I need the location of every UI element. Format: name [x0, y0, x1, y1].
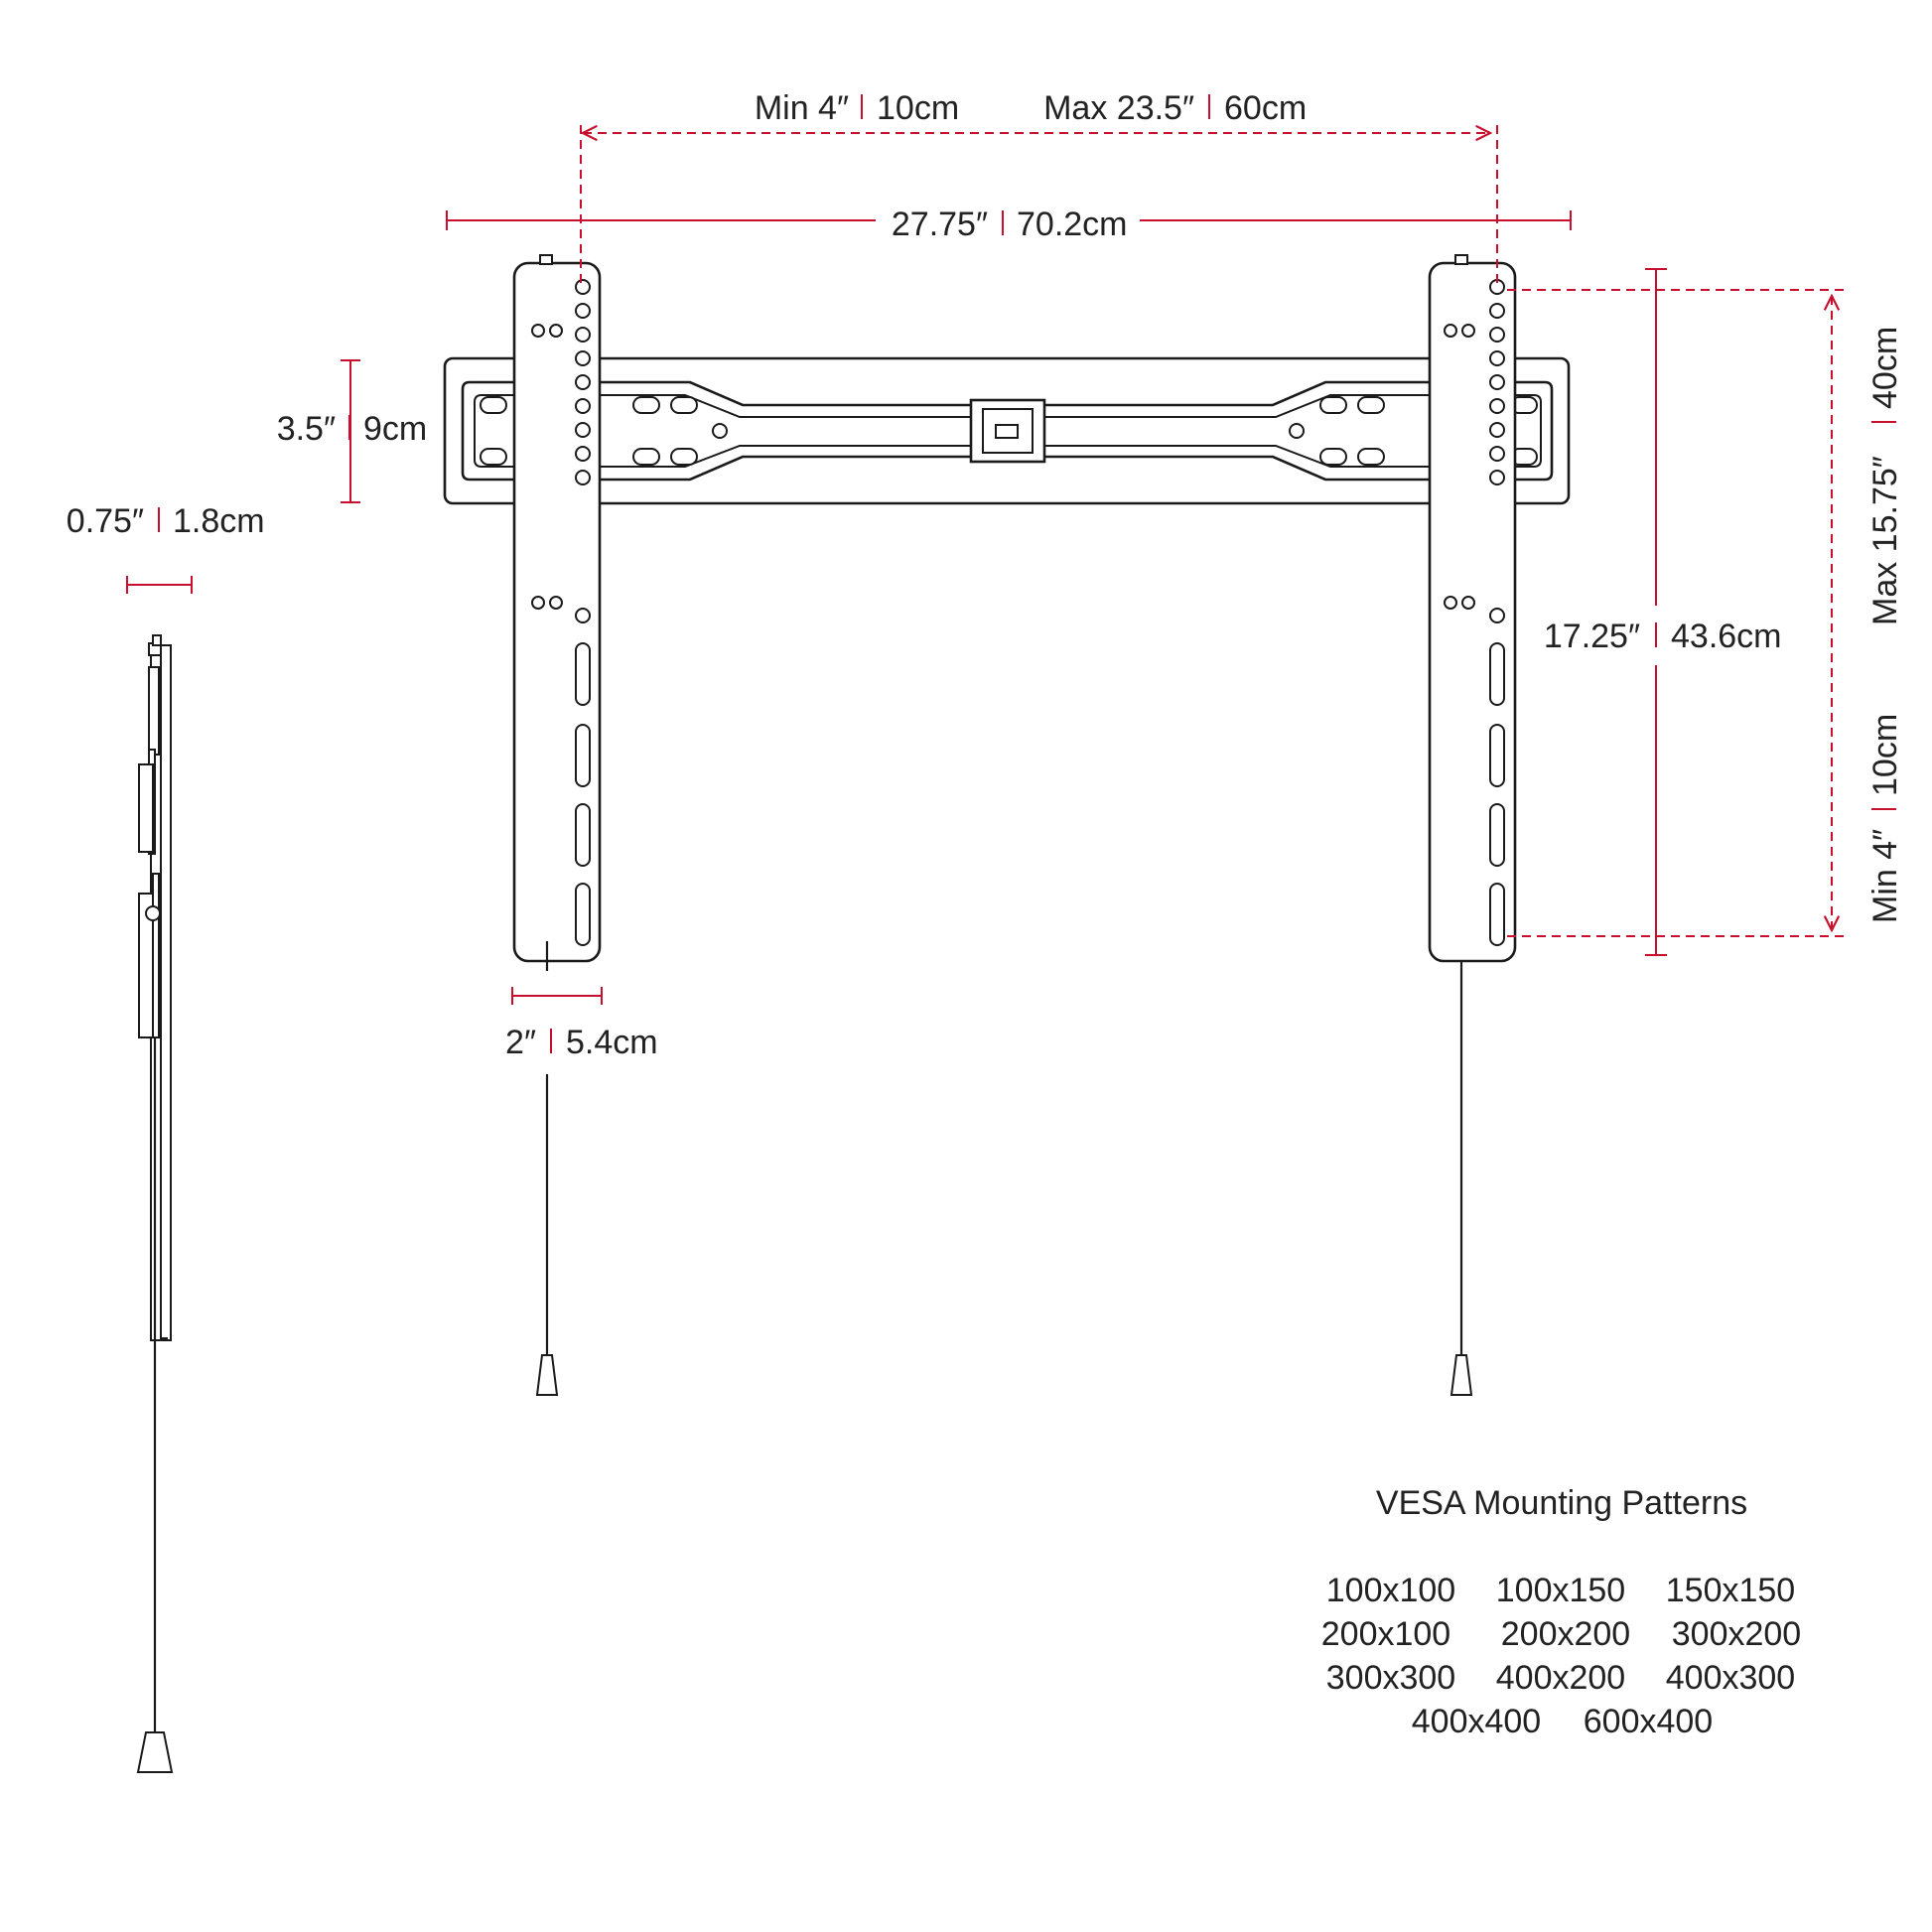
vesa-pattern: 400x200 [1496, 1659, 1625, 1697]
dimension-labels: Min 4″ 10cm Max 23.5″ 60cm 27.75″ 70.2cm… [67, 89, 1904, 1061]
vesa-pattern: 100x150 [1496, 1572, 1625, 1609]
vesa-height-max-label: Max 15.75″ 40cm [1866, 327, 1904, 625]
vesa-pattern: 200x100 [1321, 1615, 1450, 1653]
svg-text:10cm: 10cm [877, 89, 959, 127]
vesa-row-1: 100x100 100x150 150x150 [1326, 1572, 1795, 1609]
svg-text:9cm: 9cm [363, 410, 427, 448]
wall-plate-height-label: 3.5″ 9cm [277, 410, 428, 448]
svg-text:40cm: 40cm [1866, 327, 1904, 409]
vesa-pattern: 300x200 [1672, 1615, 1801, 1653]
vesa-patterns-title: VESA Mounting Patterns [1376, 1484, 1747, 1522]
svg-text:17.25″: 17.25″ [1544, 618, 1640, 655]
arm-height-label: 17.25″ 43.6cm [1544, 618, 1782, 655]
left-mounting-arm [512, 254, 602, 1396]
vesa-pattern: 150x150 [1666, 1572, 1795, 1609]
vesa-row-3: 300x300 400x200 400x300 [1326, 1659, 1795, 1697]
right-arm-holes [1444, 279, 1505, 946]
vesa-row-2: 200x100 200x200 300x200 [1321, 1615, 1801, 1653]
vesa-width-max-label: Max 23.5″ 60cm [1043, 89, 1307, 127]
wall-plate [443, 356, 1571, 505]
svg-text:10cm: 10cm [1866, 714, 1904, 796]
svg-text:Max 23.5″: Max 23.5″ [1043, 89, 1194, 127]
vesa-pattern: 300x300 [1326, 1659, 1455, 1697]
svg-text:Min 4″: Min 4″ [755, 89, 849, 127]
right-mounting-arm [1428, 254, 1517, 1396]
svg-text:3.5″: 3.5″ [277, 410, 336, 448]
left-arm-holes [531, 279, 591, 946]
arm-width-label: 2″ 5.4cm [505, 1024, 658, 1061]
vesa-pattern: 200x200 [1501, 1615, 1630, 1653]
svg-text:0.75″: 0.75″ [67, 502, 144, 540]
overall-width-label: 27.75″ 70.2cm [892, 206, 1128, 243]
svg-text:Min 4″: Min 4″ [1866, 829, 1904, 923]
vesa-height-min-label: Min 4″ 10cm [1866, 714, 1904, 923]
vesa-row-4: 400x400 600x400 [1412, 1703, 1713, 1740]
vesa-width-min-label: Min 4″ 10cm [755, 89, 959, 127]
profile-depth-label: 0.75″ 1.8cm [67, 502, 265, 540]
svg-text:Max 15.75″: Max 15.75″ [1866, 456, 1904, 625]
svg-text:70.2cm: 70.2cm [1017, 206, 1128, 243]
vesa-pattern: 100x100 [1326, 1572, 1455, 1609]
vesa-pattern: 400x400 [1412, 1703, 1541, 1740]
svg-text:43.6cm: 43.6cm [1671, 618, 1782, 655]
side-profile-view [136, 634, 174, 1773]
vesa-patterns-block: VESA Mounting Patterns 100x100 100x150 1… [1321, 1484, 1801, 1740]
svg-text:1.8cm: 1.8cm [173, 502, 265, 540]
svg-text:27.75″: 27.75″ [892, 206, 988, 243]
dimension-lines [126, 125, 1847, 1005]
svg-text:60cm: 60cm [1224, 89, 1307, 127]
vesa-pattern: 600x400 [1584, 1703, 1713, 1740]
svg-text:5.4cm: 5.4cm [566, 1024, 658, 1061]
vesa-pattern: 400x300 [1666, 1659, 1795, 1697]
svg-text:2″: 2″ [505, 1024, 536, 1061]
